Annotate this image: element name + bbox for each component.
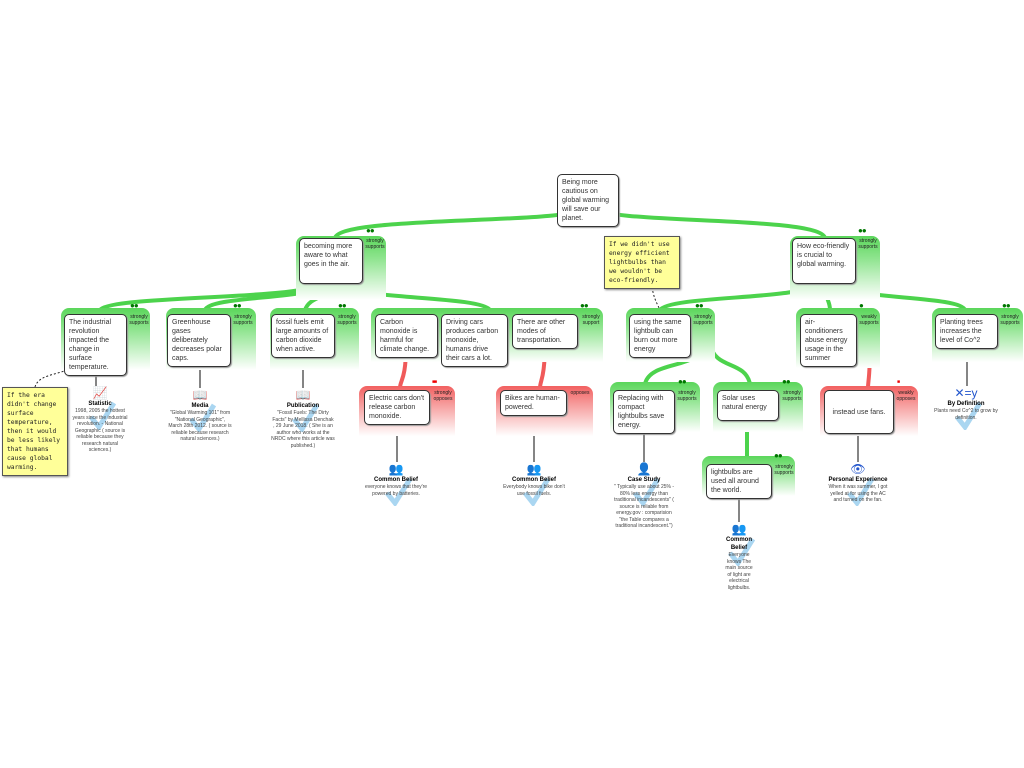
people-icon: 👥 xyxy=(731,522,747,536)
claim-box-driving[interactable]: Driving cars produces carbon monoxide, h… xyxy=(441,314,508,367)
evidence-type: Case Study xyxy=(627,477,661,483)
strength-dots: ●● xyxy=(858,226,867,235)
evidence-text: 1998, 2005 the hottest years since the i… xyxy=(72,408,128,453)
claim-box-greenhouse[interactable]: Greenhouse gases deliberately decreases … xyxy=(167,314,231,367)
evidence-text: Plants need Co^2 to grow by definition. xyxy=(934,408,998,421)
claim-box-co[interactable]: Carbon monoxide is harmful for climate c… xyxy=(375,314,438,358)
evidence-type: Common Belief xyxy=(511,477,556,483)
evidence-type: Statistic xyxy=(88,401,112,407)
case-study-icon: 👤 xyxy=(636,462,652,476)
evidence-type: By Definition xyxy=(947,401,985,407)
evidence-compact[interactable]: 👤Case Study" Typically use about 25% - 8… xyxy=(612,462,676,530)
evidence-type: Common Belief xyxy=(373,477,418,483)
relation-label: strongly supports xyxy=(233,314,253,326)
evidence-text: everyone knows that they're powered by b… xyxy=(364,484,428,497)
strength-dots: ●● xyxy=(695,301,704,310)
relation-label: weakly opposes xyxy=(896,390,916,402)
evidence-text: " Typically use about 25% - 80% less ene… xyxy=(613,484,675,529)
relation-label: strongly supports xyxy=(129,314,149,326)
claim-box-compact[interactable]: Replacing with compact lightbulbs save e… xyxy=(613,390,675,434)
relation-label: strongly supports xyxy=(774,464,794,476)
claim-box-fans[interactable]: instead use fans. xyxy=(824,390,894,434)
strength-dots: ■ xyxy=(897,379,900,385)
strength-dots: ●● xyxy=(782,377,791,386)
evidence-type: Publication xyxy=(286,403,320,409)
strength-dots: ■■ xyxy=(432,379,437,385)
relation-label: strongly supports xyxy=(782,390,802,402)
strength-dots: ●● xyxy=(338,301,347,310)
evidence-type: Media xyxy=(191,403,209,409)
relation-label: strongly opposes xyxy=(433,390,453,402)
claim-box-world[interactable]: lightbulbs are used all around the world… xyxy=(706,464,772,499)
strength-dots: ●● xyxy=(774,451,783,460)
claim-box-bikes[interactable]: Bikes are human-powered. xyxy=(500,390,567,416)
strength-dots: ●● xyxy=(366,226,375,235)
relation-label: strongly supports xyxy=(337,314,357,326)
evidence-text: "Fossil Fuels: The Dirty Facts" by Melli… xyxy=(271,410,335,449)
claim-box-electric[interactable]: Electric cars don't release carbon monox… xyxy=(364,390,430,425)
claim-box-eco[interactable]: How eco-friendly is crucial to global wa… xyxy=(792,238,856,284)
relation-label: strongly supports xyxy=(365,238,385,250)
book-icon: 📖 xyxy=(192,388,208,402)
relation-label: strongly support xyxy=(582,314,600,326)
claim-box-trees[interactable]: Planting trees increases the level of Co… xyxy=(935,314,998,349)
evidence-type: Personal Experience xyxy=(828,477,888,483)
claim-box-aware[interactable]: becoming more aware to what goes in the … xyxy=(299,238,363,284)
relation-label: strongly supports xyxy=(858,238,878,250)
claim-box-ac[interactable]: air-conditioners abuse energy usage in t… xyxy=(800,314,857,367)
evidence-text: Everyone knows The main source of light … xyxy=(725,552,753,591)
relation-label: strongly supports xyxy=(693,314,713,326)
claim-box-lightbulb[interactable]: using the same lightbulb can burn out mo… xyxy=(629,314,691,358)
book-icon: 📖 xyxy=(295,388,311,402)
claim-box-transport[interactable]: There are other modes of transportation. xyxy=(512,314,578,349)
people-icon: 👥 xyxy=(388,462,404,476)
evidence-fossil[interactable]: 📖Publication"Fossil Fuels: The Dirty Fac… xyxy=(271,388,335,449)
claim-box-solar[interactable]: Solar uses natural energy xyxy=(717,390,779,421)
claim-box-fossil[interactable]: fossil fuels emit large amounts of carbo… xyxy=(271,314,335,358)
definition-icon: ✕=y xyxy=(954,386,978,400)
strength-dots: ●● xyxy=(580,301,589,310)
relation-label: strongly supports xyxy=(1000,314,1020,326)
relation-label: opposes xyxy=(570,390,590,396)
claim-box-industrial[interactable]: The industrial revolution impacted the c… xyxy=(64,314,127,376)
strength-dots: ●● xyxy=(130,301,139,310)
evidence-text: When it was summer, I got yelled at for … xyxy=(828,484,888,503)
strength-dots: ●● xyxy=(233,301,242,310)
sticky-note[interactable]: If the era didn't change surface tempera… xyxy=(2,387,68,476)
relation-label: strongly supports xyxy=(677,390,697,402)
strength-dots: ●● xyxy=(1002,301,1011,310)
sticky-note[interactable]: If we didn't use energy efficient lightb… xyxy=(604,236,680,289)
people-icon: 👥 xyxy=(526,462,542,476)
evidence-text: "Global Warming 101" from "National Geog… xyxy=(168,410,232,442)
relation-label: weakly supports xyxy=(859,314,879,326)
eye-icon: 👁 xyxy=(850,462,866,476)
claim-box-root[interactable]: Being more cautious on global warming wi… xyxy=(557,174,619,227)
evidence-greenhouse[interactable]: 📖Media"Global Warming 101" from "Nationa… xyxy=(168,388,232,443)
evidence-text: Everybody knows bike don't use fossil fu… xyxy=(503,484,565,497)
strength-dots: ● xyxy=(859,301,864,310)
chart-icon: 📈 xyxy=(92,386,108,400)
evidence-type: Common Belief xyxy=(726,537,752,551)
strength-dots: ●● xyxy=(678,377,687,386)
